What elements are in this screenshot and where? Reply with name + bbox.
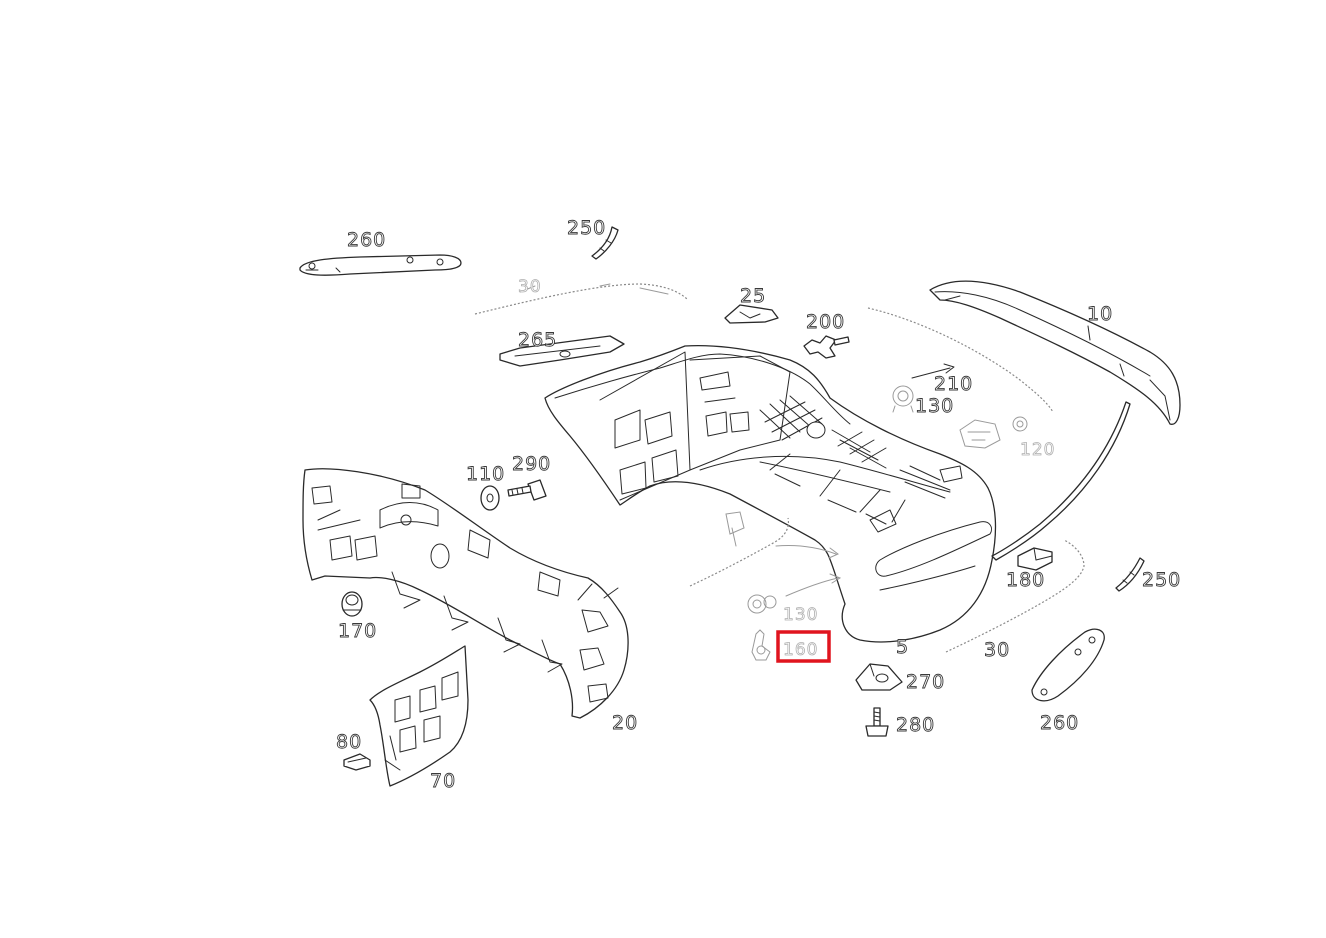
highlight-box-160 xyxy=(776,630,831,663)
callout-250-right[interactable]: 250 xyxy=(1142,569,1181,592)
part-250-right-strip[interactable] xyxy=(1115,557,1145,592)
part-250-top-strip[interactable] xyxy=(591,226,619,260)
callout-160[interactable]: 160 xyxy=(783,640,818,661)
callout-70[interactable]: 70 xyxy=(430,770,456,793)
callout-270[interactable]: 270 xyxy=(906,671,945,694)
part-270-bracket[interactable] xyxy=(855,663,903,691)
callout-260-right[interactable]: 260 xyxy=(1040,712,1079,735)
callout-30-upper[interactable]: 30 xyxy=(518,277,542,298)
part-210-fastener[interactable] xyxy=(911,363,955,379)
part-180-clip[interactable] xyxy=(1017,547,1053,571)
callout-130-lower[interactable]: 130 xyxy=(783,605,818,626)
part-30-lower-strip xyxy=(945,539,1085,653)
part-20-carrier[interactable] xyxy=(302,468,629,719)
part-25-cover[interactable] xyxy=(724,304,779,324)
part-bumper-arrows xyxy=(775,545,842,597)
callout-120[interactable]: 120 xyxy=(1020,440,1055,461)
part-30-upper-ghost xyxy=(474,283,689,315)
callout-290[interactable]: 290 xyxy=(512,453,551,476)
callout-250-top[interactable]: 250 xyxy=(567,217,606,240)
part-10-upper-trim[interactable] xyxy=(929,280,1181,425)
callout-260-left[interactable]: 260 xyxy=(347,229,386,252)
part-200-clip[interactable] xyxy=(803,335,850,359)
part-265-panel[interactable] xyxy=(499,335,625,367)
callout-labels: 260 250 265 25 200 10 210 130 120 110 29… xyxy=(336,217,1181,793)
callout-110[interactable]: 110 xyxy=(466,463,505,486)
part-side-strip[interactable] xyxy=(991,401,1131,561)
part-260-right-bracket[interactable] xyxy=(1031,628,1105,702)
callout-210[interactable]: 210 xyxy=(934,373,973,396)
callout-280[interactable]: 280 xyxy=(896,714,935,737)
part-260-left-bracket[interactable] xyxy=(299,254,462,276)
part-80-clip[interactable] xyxy=(343,753,371,771)
part-120-ghost-cluster xyxy=(959,416,1028,449)
part-170-bump-stop[interactable] xyxy=(341,591,363,617)
callout-20[interactable]: 20 xyxy=(612,712,638,735)
part-5-bumper-cover[interactable] xyxy=(544,344,997,643)
callout-170[interactable]: 170 xyxy=(338,620,377,643)
part-280-bolt[interactable] xyxy=(865,707,889,737)
callout-10[interactable]: 10 xyxy=(1087,303,1113,326)
callout-80[interactable]: 80 xyxy=(336,731,362,754)
part-40-50-ghost xyxy=(689,511,790,587)
callout-200[interactable]: 200 xyxy=(806,311,845,334)
part-130-lower-grommet xyxy=(747,594,777,614)
callout-265[interactable]: 265 xyxy=(518,329,557,352)
callout-25[interactable]: 25 xyxy=(740,285,766,308)
callout-180[interactable]: 180 xyxy=(1006,569,1045,592)
callout-30-lower[interactable]: 30 xyxy=(984,639,1010,662)
part-130-upper-grommet[interactable] xyxy=(892,385,914,413)
part-70-inner-bracket[interactable] xyxy=(369,645,469,787)
part-160-grommet[interactable] xyxy=(751,629,771,661)
part-110-washer[interactable] xyxy=(480,485,500,511)
callout-130-upper[interactable]: 130 xyxy=(915,395,954,418)
part-290-screw[interactable] xyxy=(507,479,547,501)
callout-5[interactable]: 5 xyxy=(896,636,909,659)
